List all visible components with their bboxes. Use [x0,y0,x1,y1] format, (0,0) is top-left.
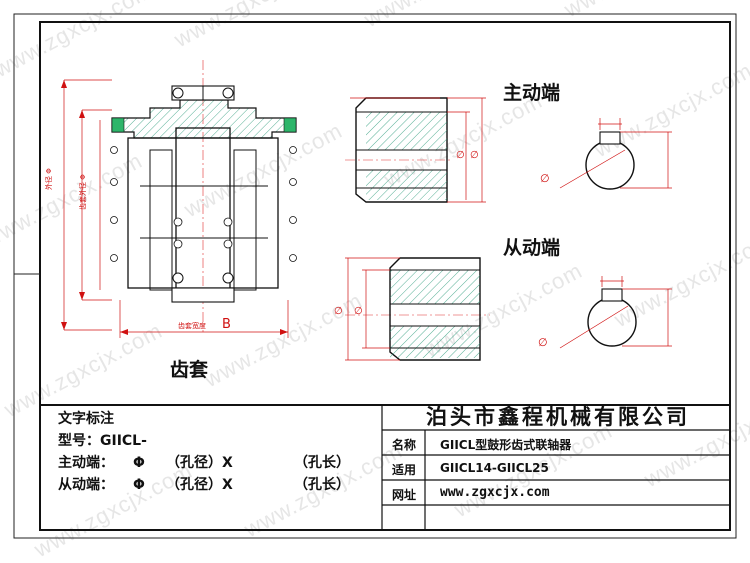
notes-drive-phi: Φ [133,455,145,471]
title-row-name-label: 名称 [392,438,417,452]
notes-driven-row: 从动端： Φ （孔径）X （孔长） [58,474,378,496]
driven-end-title: 从动端 [503,237,561,259]
title-row-name-value: GIICL型鼓形齿式联轴器 [440,438,572,452]
sleeve-drawing [61,60,297,338]
notes-drive-row: 主动端： Φ （孔径）X （孔长） [58,452,378,474]
sleeve-width-text: 齿套宽度 [178,322,206,330]
notes-drive-label: 主动端： [58,455,114,471]
notes-driven-length: （孔长） [294,477,350,493]
hub-diameter-label: 齿套外径 Φ [78,174,88,210]
outer-diameter-text: 外径 [45,176,53,190]
driven-bore-phi-b: ∅ [354,306,363,317]
inner-frame [39,21,731,531]
notes-driven-label: 从动端： [58,477,114,493]
notes-driven-bore: （孔径）X [166,477,233,493]
drive-bore-phi-b: ∅ [470,150,479,161]
engineering-drawing [13,13,737,539]
notes-drive-bore: （孔径）X [166,455,233,471]
width-letter: B [222,317,231,332]
sleeve-title: 齿套 [170,359,209,381]
drive-end-title: 主动端 [503,82,561,104]
driven-bore-phi-a: ∅ [334,306,343,317]
hub-diameter-text: 齿套外径 [79,182,87,210]
notes-heading: 文字标注 [58,411,114,427]
hub-diameter-phi: Φ [79,174,87,180]
notes-block: 文字标注 型号：GIICL- 主动端： Φ （孔径）X （孔长） 从动端： Φ … [58,408,378,496]
company-name: 泊头市鑫程机械有限公司 [426,405,690,429]
title-row-applicable-value: GIICL14-GIICL25 [440,461,549,475]
outer-diameter-phi: Φ [45,168,53,174]
notes-drive-length: （孔长） [294,455,350,471]
title-row-applicable-label: 适用 [392,463,417,477]
driven-circle-phi: ∅ [538,336,548,349]
title-block-lines [40,404,730,530]
outer-frame [13,13,737,539]
notes-driven-phi: Φ [133,477,145,493]
title-row-website-value: www.zgxcjx.com [440,485,550,500]
driven-end-drawing [345,257,672,361]
drive-end-drawing [345,97,672,203]
drive-bore-phi-a: ∅ [456,150,465,161]
outer-diameter-label: 外径 Φ [44,168,54,190]
notes-model: 型号：GIICL- [58,433,147,449]
title-row-website-label: 网址 [392,488,417,502]
sleeve-width-label: 齿套宽度 [178,321,206,331]
drive-circle-phi: ∅ [540,172,550,185]
